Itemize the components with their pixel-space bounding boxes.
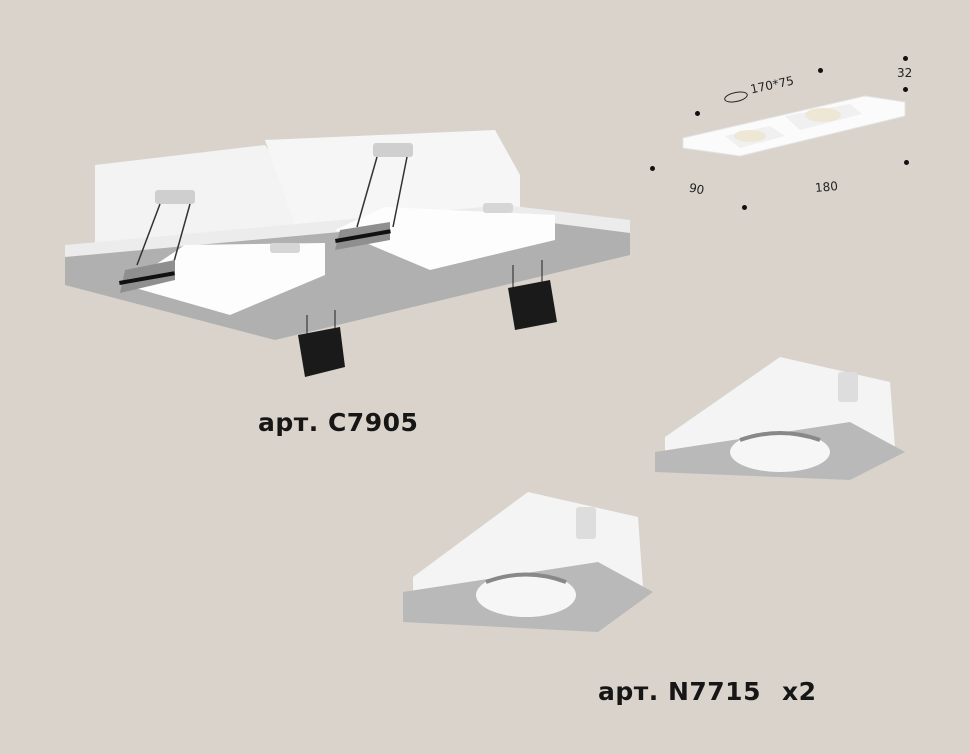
module-article-label: арт. N7715 bbox=[598, 677, 761, 706]
dim-dot bbox=[818, 68, 823, 73]
depth-dimension: 32 bbox=[897, 66, 913, 80]
dim-dot bbox=[742, 205, 747, 210]
dim-dot bbox=[903, 87, 908, 92]
dim-dot bbox=[695, 111, 700, 116]
length-dimension: 180 bbox=[814, 179, 839, 195]
double-frame-illustration bbox=[65, 130, 630, 377]
module-illustration bbox=[403, 492, 653, 632]
dim-dot bbox=[903, 56, 908, 61]
frame-article-label: арт. C7905 bbox=[258, 408, 419, 437]
dim-dot bbox=[904, 160, 909, 165]
width-dimension: 90 bbox=[687, 180, 706, 198]
module-illustration bbox=[655, 357, 905, 480]
module-quantity: x2 bbox=[782, 677, 817, 706]
dim-dot bbox=[650, 166, 655, 171]
dimension-drawing bbox=[682, 95, 906, 157]
